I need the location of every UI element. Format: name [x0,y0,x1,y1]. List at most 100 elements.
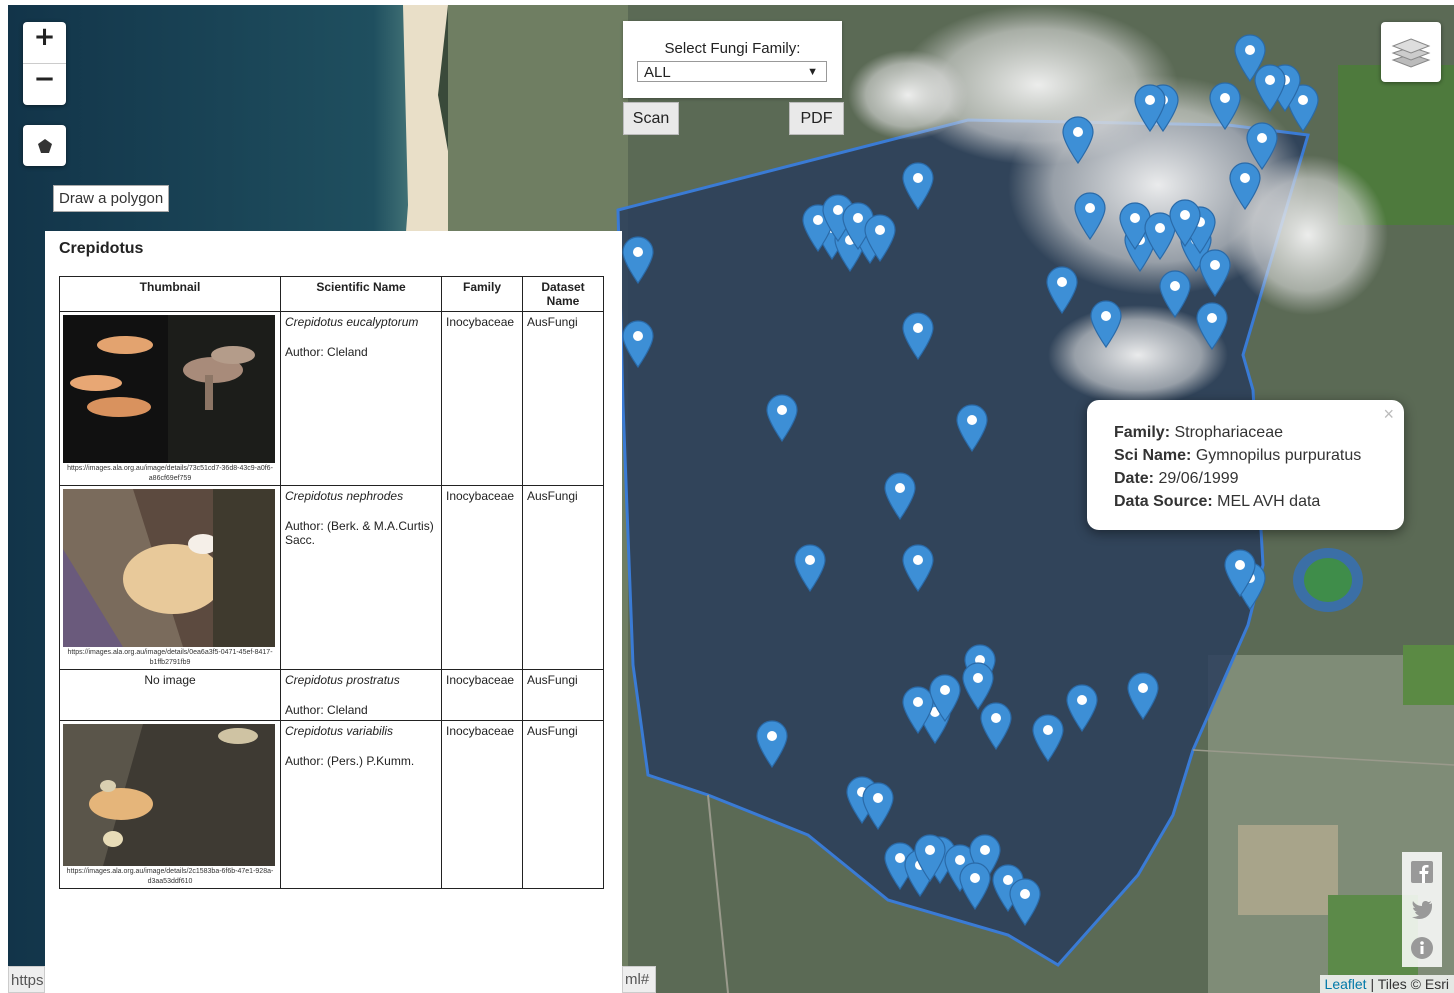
map-marker-icon[interactable] [1233,34,1267,82]
header-thumbnail: Thumbnail [59,276,281,312]
scientific-name-cell: Crepidotus eucalyptorum Author: Cleland [280,311,442,486]
map-attribution: Leaflet | Tiles © Esri [1319,975,1454,993]
map-marker-icon[interactable] [955,404,989,452]
scientific-name: Crepidotus variabilis [285,724,394,738]
pdf-button[interactable]: PDF [789,102,844,135]
map-marker-icon[interactable] [1008,878,1042,926]
map-marker-icon[interactable] [755,720,789,768]
family-cell: Inocybaceae [441,669,523,721]
scientific-name: Crepidotus prostratus [285,673,400,687]
table-row: No image Crepidotus prostratus Author: C… [59,669,604,721]
thumbnail-url[interactable]: https://images.ala.org.au/image/details/… [67,465,273,482]
dataset-cell: AusFungi [522,485,604,670]
map-marker-icon[interactable] [621,236,655,284]
facebook-icon[interactable] [1411,860,1433,883]
map-marker-icon[interactable] [1126,672,1160,720]
map-marker-icon[interactable] [863,214,897,262]
draw-polygon-tooltip: Draw a polygon [53,185,170,212]
map-marker-icon[interactable] [928,674,962,722]
map-marker-icon[interactable] [1223,549,1257,597]
map-marker-icon[interactable] [1143,212,1177,260]
share-bar [1402,852,1442,967]
map-marker-icon[interactable] [621,320,655,368]
scientific-name-cell: Crepidotus prostratus Author: Cleland [280,669,442,721]
author: Author: Cleland [285,345,368,359]
popup-family-value: Strophariaceae [1174,424,1283,441]
header-dataset: Dataset Name [522,276,604,312]
map-marker-icon[interactable] [901,162,935,210]
mushroom-photo[interactable] [63,489,275,647]
leaflet-link[interactable]: Leaflet [1324,976,1367,992]
zoom-out-button[interactable]: − [23,63,66,105]
family-cell: Inocybaceae [441,485,523,670]
status-url-right: ml# [622,966,656,993]
map-marker-icon[interactable] [1228,162,1262,210]
map-marker-icon[interactable] [1133,84,1167,132]
map-marker-icon[interactable] [901,686,935,734]
map-marker-icon[interactable] [1073,192,1107,240]
twitter-icon[interactable] [1411,900,1433,920]
tiles-attribution: | Tiles © Esri [1370,976,1449,992]
status-url-left: https: [8,966,45,993]
layers-button[interactable] [1381,22,1441,82]
map-marker-icon[interactable] [901,312,935,360]
map-marker-icon[interactable] [1061,116,1095,164]
map-marker-icon[interactable] [861,782,895,830]
zoom-control: + − [23,22,66,105]
header-family: Family [441,276,523,312]
map-marker-icon[interactable] [1065,684,1099,732]
popup-close-button[interactable]: × [1383,404,1394,424]
dataset-cell: AusFungi [522,720,604,889]
thumbnail-url[interactable]: https://images.ala.org.au/image/details/… [66,868,274,885]
family-cell: Inocybaceae [441,720,523,889]
map-marker-icon[interactable] [961,662,995,710]
scientific-name-cell: Crepidotus variabilis Author: (Pers.) P.… [280,720,442,889]
dropdown-arrow-icon: ▼ [807,66,818,78]
author: Author: Cleland [285,703,368,717]
header-scientific-name: Scientific Name [280,276,442,312]
map-marker-icon[interactable] [901,544,935,592]
mushroom-photo[interactable] [63,315,275,463]
thumbnail-url[interactable]: https://images.ala.org.au/image/details/… [67,649,273,666]
table-row: https://images.ala.org.au/image/details/… [59,311,604,486]
results-panel: Crepidotus Thumbnail Scientific Name Fam… [45,231,622,993]
map-marker-icon[interactable] [958,862,992,910]
thumbnail-cell: https://images.ala.org.au/image/details/… [59,720,281,889]
marker-popup: × Family: Strophariaceae Sci Name: Gymno… [1087,400,1404,530]
polygon-icon [37,138,52,153]
map-marker-icon[interactable] [1089,300,1123,348]
dataset-cell: AusFungi [522,669,604,721]
popup-source-value: MEL AVH data [1217,493,1321,510]
map-marker-icon[interactable] [1208,82,1242,130]
zoom-in-button[interactable]: + [33,22,56,52]
map-marker-icon[interactable] [1198,249,1232,297]
table-row: https://images.ala.org.au/image/details/… [59,485,604,670]
draw-polygon-button[interactable] [23,125,66,166]
author: Author: (Pers.) P.Kumm. [285,754,415,768]
family-cell: Inocybaceae [441,311,523,486]
map-marker-icon[interactable] [1158,270,1192,318]
map-marker-icon[interactable] [979,702,1013,750]
mushroom-photo[interactable] [63,724,275,866]
map-marker-icon[interactable] [1168,199,1202,247]
thumbnail-cell: https://images.ala.org.au/image/details/… [59,311,281,486]
scan-button[interactable]: Scan [623,102,679,135]
map-marker-icon[interactable] [913,834,947,882]
map-marker-icon[interactable] [1045,266,1079,314]
map-marker-icon[interactable] [883,472,917,520]
scientific-name: Crepidotus eucalyptorum [285,315,419,329]
popup-date-value: 29/06/1999 [1158,470,1239,487]
map-marker-icon[interactable] [1253,64,1287,112]
map-marker-icon[interactable] [765,394,799,442]
map-marker-icon[interactable] [1195,302,1229,350]
family-select[interactable]: ALL ▼ [637,61,827,82]
map-marker-icon[interactable] [1031,714,1065,762]
family-select-value: ALL [644,64,671,81]
popup-date-label: Date: [1114,470,1155,487]
info-icon[interactable] [1411,936,1433,959]
map-marker-icon[interactable] [793,544,827,592]
dataset-cell: AusFungi [522,311,604,486]
popup-sci-value: Gymnopilus purpuratus [1195,447,1362,464]
map-marker-icon[interactable] [1286,84,1320,132]
map-marker-icon[interactable] [1245,122,1279,170]
